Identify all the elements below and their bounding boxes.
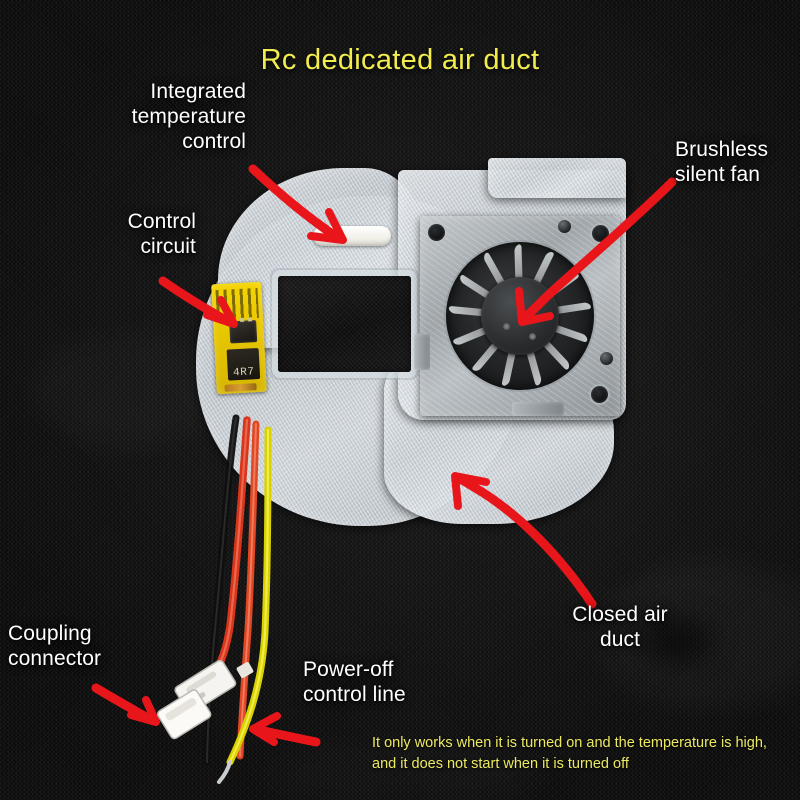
arrow-coupling-connector bbox=[91, 683, 156, 725]
label-coupling-connector: Coupling connector bbox=[8, 622, 102, 670]
fan-outlet-tab bbox=[512, 402, 564, 416]
fan-mount-hole bbox=[591, 386, 608, 403]
footnote-caption: It only works when it is turned on and t… bbox=[372, 735, 767, 772]
fan-mount-hole bbox=[428, 224, 445, 241]
hub-dot bbox=[529, 333, 536, 340]
fan-screw bbox=[558, 220, 571, 233]
label-integrated-temperature-control: Integrated temperature control bbox=[131, 80, 246, 153]
label-brushless-silent-fan: Brushless silent fan bbox=[675, 138, 769, 186]
fan-screw bbox=[600, 352, 613, 365]
arrow-power-off-control-line bbox=[254, 725, 321, 747]
label-power-off-control-line: Power-off control line bbox=[303, 658, 406, 706]
duct-top-tab bbox=[488, 158, 626, 198]
fan-impeller bbox=[446, 242, 594, 390]
label-control-circuit: Control circuit bbox=[127, 210, 196, 258]
coupling-connector bbox=[156, 659, 254, 740]
temperature-sensor-capsule bbox=[313, 226, 391, 246]
hub-dot bbox=[503, 323, 510, 330]
fan-hub bbox=[481, 277, 559, 355]
air-duct-device: 4R7 bbox=[188, 158, 628, 578]
pcb-inductor: 4R7 bbox=[226, 347, 261, 381]
label-closed-air-duct: Closed air duct bbox=[572, 603, 668, 651]
pcb-solder-pads bbox=[224, 383, 257, 392]
brushless-blower-fan bbox=[414, 216, 620, 416]
fan-mount-hole bbox=[592, 225, 609, 242]
arrow-head-coupling-connector bbox=[127, 696, 160, 726]
page-title: Rc dedicated air duct bbox=[260, 44, 540, 76]
fan-side-tab bbox=[414, 334, 430, 370]
control-circuit-board: 4R7 bbox=[211, 281, 267, 395]
air-inlet-window bbox=[278, 276, 411, 372]
pcb-chip bbox=[229, 317, 258, 344]
pcb-traces bbox=[215, 287, 259, 321]
arrow-head-power-off-control-line bbox=[249, 712, 281, 746]
